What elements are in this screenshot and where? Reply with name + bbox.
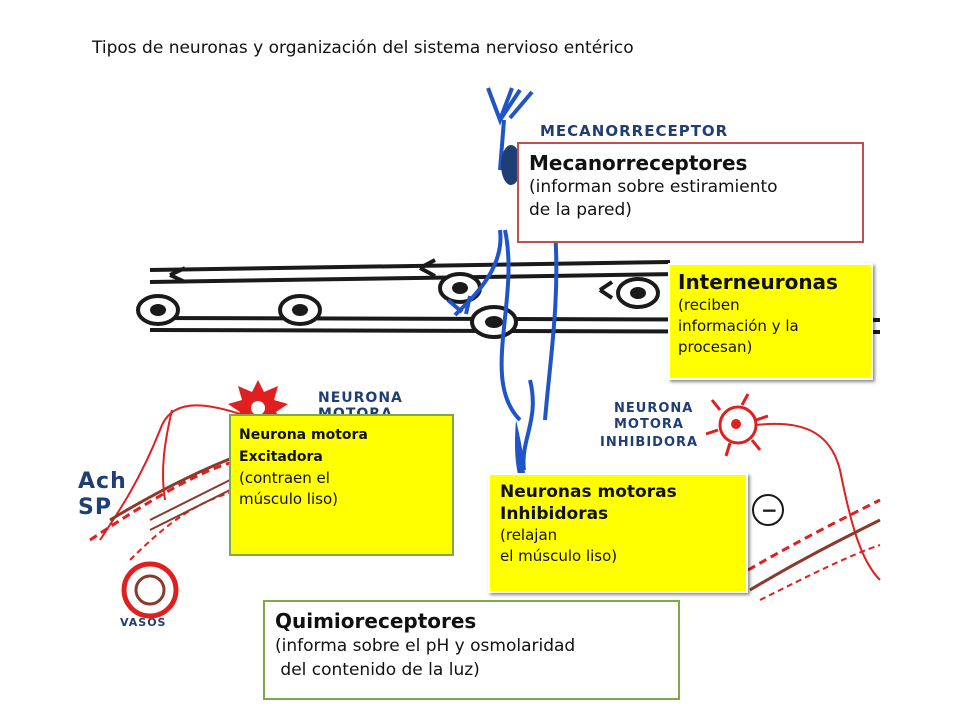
inhibitory-sign: −	[761, 498, 778, 522]
callout-neuronas-inhibidoras: Neuronas motoras Inhibidoras (relajan el…	[488, 473, 748, 593]
callout-quimioreceptores: Quimioreceptores (informa sobre el pH y …	[263, 600, 680, 700]
ganglion-cells	[136, 272, 660, 339]
callout-quimioreceptores-line2: del contenido de la luz)	[275, 660, 480, 680]
inhibitory-motor-neuron	[705, 393, 881, 581]
ach-label: Ach	[78, 469, 127, 494]
callout-interneuronas-line2: información y la	[678, 317, 799, 335]
smooth-muscle-right	[747, 498, 881, 601]
callout-mecanorreceptores-line2: de la pared)	[529, 200, 632, 220]
callout-mecanorreceptores-line1: (informan sobre estiramiento	[529, 177, 778, 197]
inhibitory-sign-circle	[752, 494, 784, 526]
callout-inhibidoras-head2: Inhibidoras	[500, 504, 609, 524]
ganglion-cell	[470, 305, 518, 339]
mechanoreceptor-ending	[515, 420, 525, 490]
blood-vessel	[121, 561, 179, 619]
callout-quimioreceptores-line1: (informa sobre el pH y osmolaridad	[275, 636, 576, 656]
callout-excitadora-line1: (contraen el	[239, 469, 330, 487]
sp-label: SP	[78, 495, 112, 520]
callout-mecanorreceptores-head: Mecanorreceptores	[529, 151, 748, 175]
callout-inhibidoras-head1: Neuronas motoras	[500, 482, 677, 502]
callout-quimioreceptores-head: Quimioreceptores	[275, 609, 477, 633]
callout-excitadora-head1: Neurona motora	[239, 427, 368, 443]
callout-interneuronas-line3: procesan)	[678, 338, 753, 356]
ganglion-cell	[136, 294, 180, 326]
mechanoreceptor-neuron	[446, 87, 559, 471]
callout-interneuronas-head: Interneuronas	[678, 270, 838, 294]
callout-interneuronas-line1: (reciben	[678, 296, 740, 314]
callout-inhibidoras-line2: el músculo liso)	[500, 547, 618, 565]
ganglion-cell	[616, 277, 660, 309]
callout-inhibidoras-line1: (relajan	[500, 526, 558, 544]
mecanorreceptor-label: MECANORRECEPTOR	[540, 122, 728, 140]
callout-excitadora-line2: músculo liso)	[239, 490, 338, 508]
callout-excitadora-head2: Excitadora	[239, 449, 323, 465]
smooth-muscle-left	[89, 453, 241, 561]
red-fiber	[161, 409, 173, 501]
neurona-motora-label-1: NEURONA	[318, 390, 403, 406]
neurona-inhibidora-label-1: NEURONA	[614, 401, 693, 416]
callout-interneuronas: Interneuronas (reciben información y la …	[668, 263, 873, 380]
ganglion-cell	[278, 294, 322, 326]
neurona-inhibidora-label-2: MOTORA	[614, 417, 684, 432]
neurona-inhibidora-label-3: INHIBIDORA	[600, 435, 698, 450]
vasos-label: VASOS	[120, 616, 166, 629]
page-title: Tipos de neuronas y organización del sis…	[92, 38, 634, 58]
callout-mecanorreceptores: Mecanorreceptores (informan sobre estira…	[517, 142, 864, 243]
mechanoreceptor-cell-body	[501, 145, 521, 185]
callout-neurona-excitadora: Neurona motora Excitadora (contraen el m…	[229, 414, 454, 556]
